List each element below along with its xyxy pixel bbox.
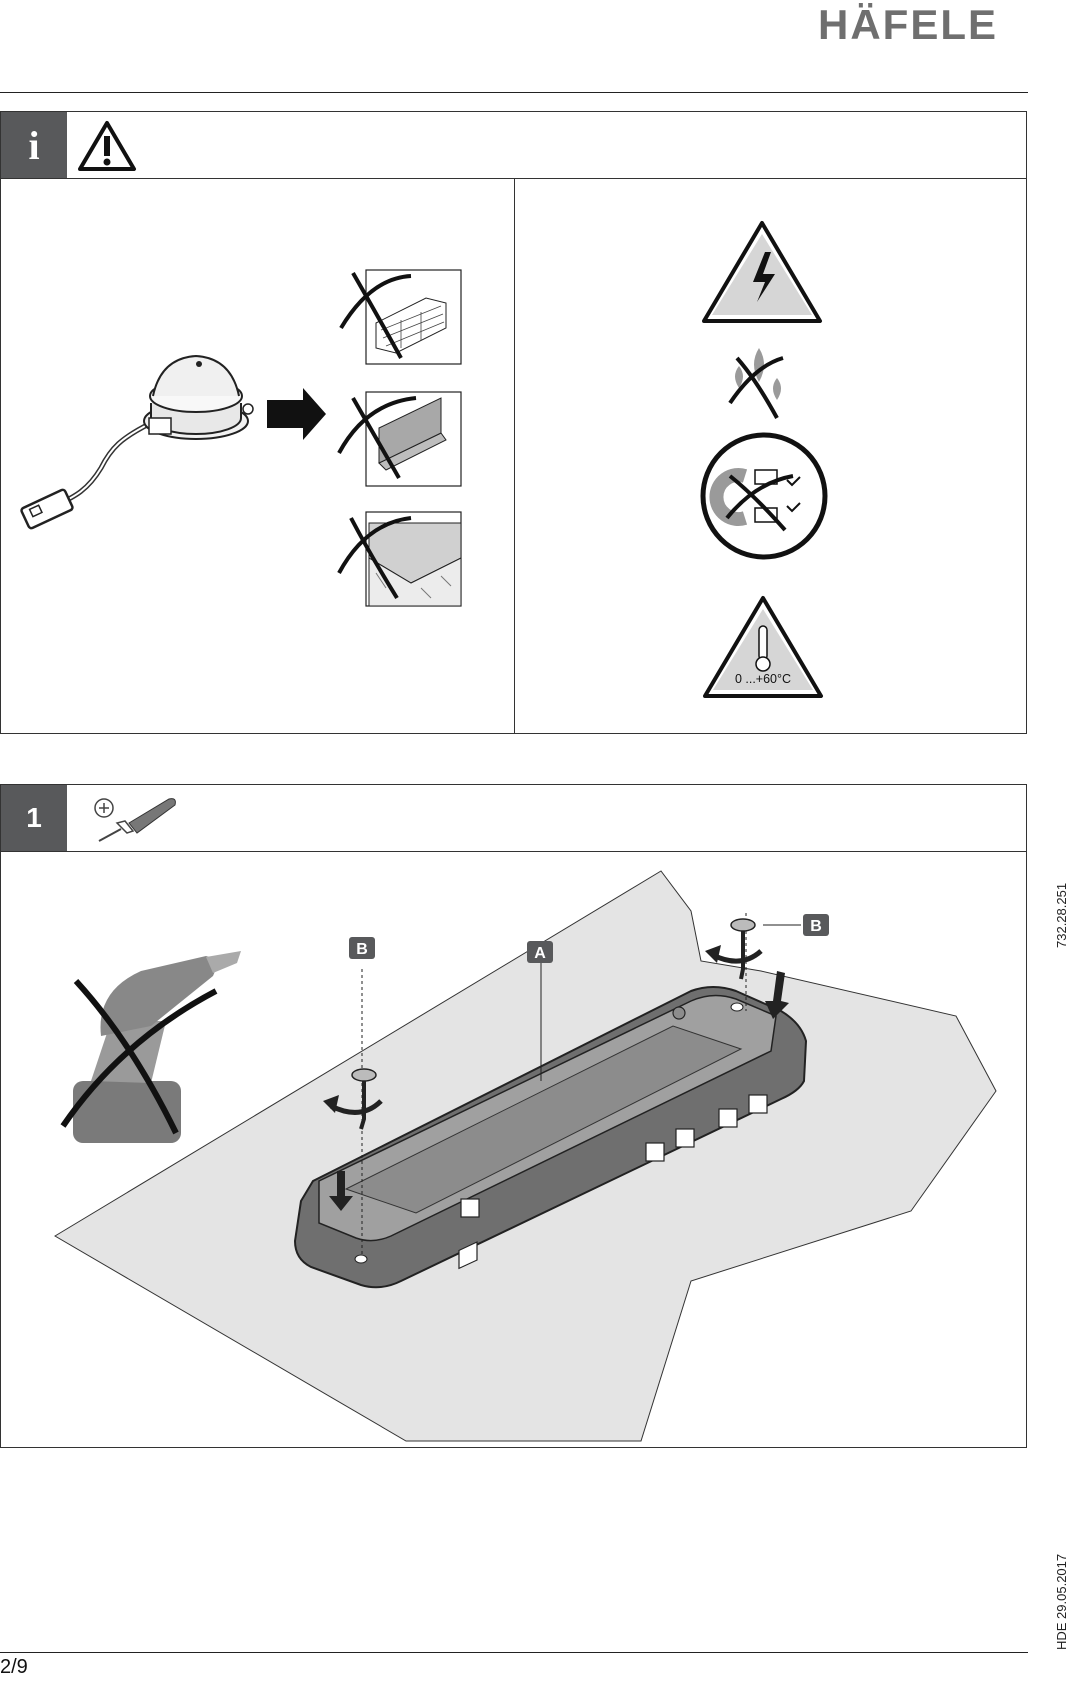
callout-a: A [527, 941, 553, 963]
no-power-drill-icon [63, 951, 241, 1143]
step-number: 1 [26, 802, 42, 834]
footer-rule [0, 1652, 1028, 1653]
hafele-logo: HÄFELE [818, 4, 998, 46]
info-badge: i [1, 112, 67, 178]
page-number: 2/9 [0, 1656, 28, 1679]
step-panel-header: 1 [1, 785, 1026, 852]
info-icon: i [28, 122, 39, 169]
mesh-concrete-surface [339, 512, 461, 606]
info-warning-panel: i [0, 111, 1027, 734]
callout-b-right: B [803, 914, 829, 936]
svg-text:B: B [356, 941, 368, 958]
brick-wall-surface [341, 270, 461, 364]
safety-symbols: 0 ...+60°C [515, 178, 1026, 733]
electric-hazard-icon [704, 223, 820, 321]
unsuitable-surfaces-illustration [1, 178, 513, 733]
svg-text:B: B [810, 918, 822, 935]
header-rule [0, 92, 1028, 93]
mounting-illustration: A B B [1, 851, 1026, 1447]
temperature-label: 0 ...+60°C [735, 672, 791, 686]
step-number-badge: 1 [1, 785, 67, 851]
temperature-range-icon: 0 ...+60°C [705, 598, 821, 696]
connector-plug [21, 489, 74, 529]
article-number: 732.28.251 [1054, 883, 1069, 948]
no-magnetic-field-icon [703, 435, 825, 557]
callout-b-left: B [349, 937, 375, 959]
svg-text:A: A [534, 945, 546, 962]
info-panel-header: i [1, 112, 1026, 179]
warning-triangle-icon [77, 120, 137, 172]
phillips-screwdriver-icon [91, 793, 183, 845]
step-1-panel: 1 [0, 784, 1027, 1448]
metal-plate-surface [339, 392, 461, 486]
no-liquids-icon [730, 348, 783, 418]
document-code: HDE 29.05.2017 [1054, 1554, 1069, 1650]
